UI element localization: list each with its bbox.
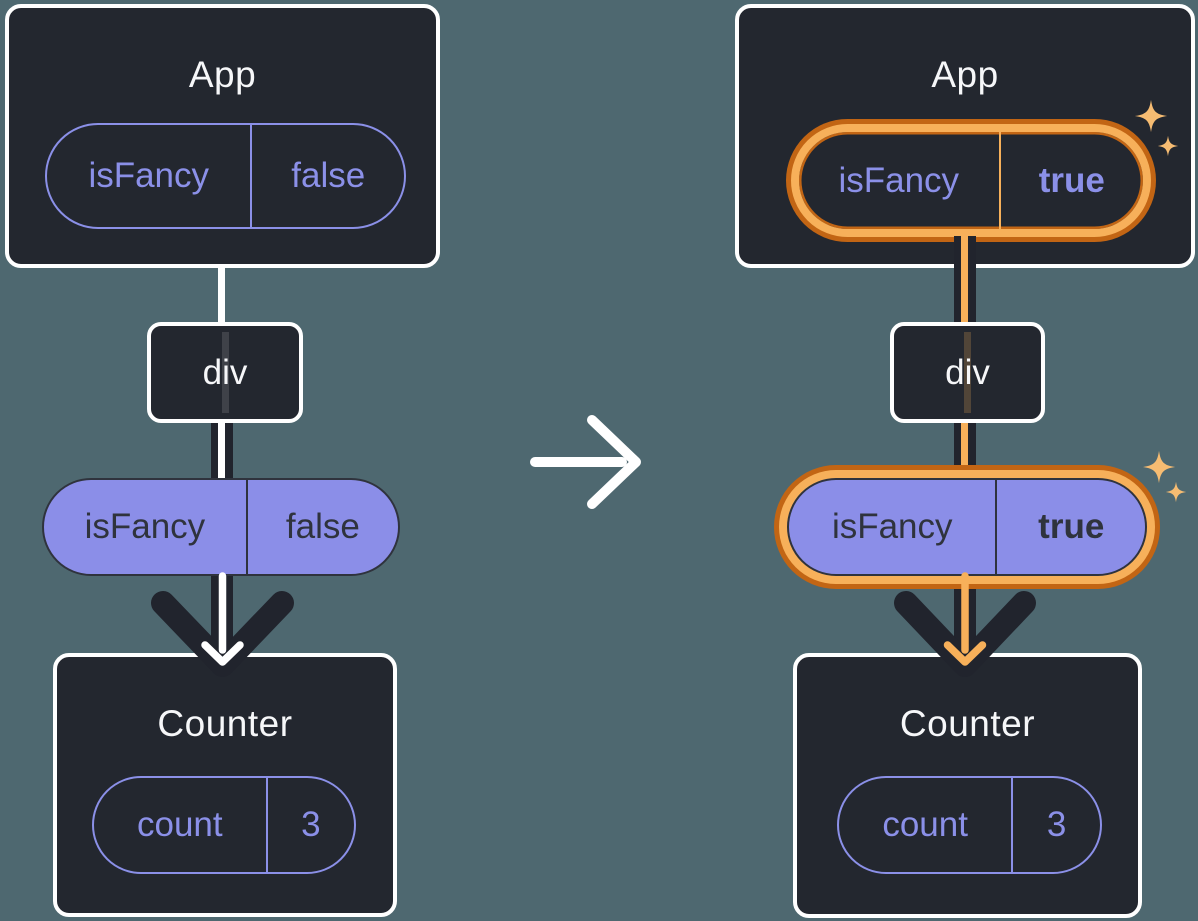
prop-value: true [995,480,1145,574]
prop-name: isFancy [84,507,206,546]
state-pill-highlighted: isFancy true [791,124,1151,237]
down-arrow-icon [151,572,294,677]
sparkle-icon [1142,450,1176,484]
sparkle-icon [1134,99,1168,133]
down-arrow-icon [894,572,1036,677]
connector-core [218,419,225,482]
component-title: Counter [157,703,293,744]
state-value: true [998,132,1143,229]
state-name: count [136,805,223,844]
sparkle-icon [1157,135,1179,157]
connector-core [961,236,968,324]
state-value: 3 [1011,778,1100,872]
state-value: 3 [265,778,354,872]
prop-value: false [245,480,398,574]
pass-through-line [221,332,229,413]
state-value: false [250,125,404,227]
div-node-box: div [890,322,1045,423]
state-name: isFancy [88,156,210,195]
sparkle-icon [1165,481,1187,503]
counter-component-box: Counter count 3 [793,653,1142,918]
component-title: App [931,54,999,95]
state-pill: isFancy false [45,123,406,229]
state-pill: count 3 [92,776,356,874]
connector-line [218,264,225,324]
app-component-box: App isFancy true [735,4,1195,268]
component-title: Counter [899,703,1036,744]
component-title: App [188,54,257,95]
app-component-box: App isFancy false [5,4,440,268]
pass-through-line [964,332,971,413]
node-label: div [202,352,248,392]
right-arrow-icon [530,415,641,509]
node-label: div [945,352,990,392]
connector-core [961,419,968,482]
state-name: isFancy [838,160,960,200]
prop-name: isFancy [831,507,953,546]
counter-component-box: Counter count 3 [53,653,397,917]
state-pill: count 3 [837,776,1102,874]
div-node-box: div [147,322,303,423]
state-name: count [882,805,968,844]
